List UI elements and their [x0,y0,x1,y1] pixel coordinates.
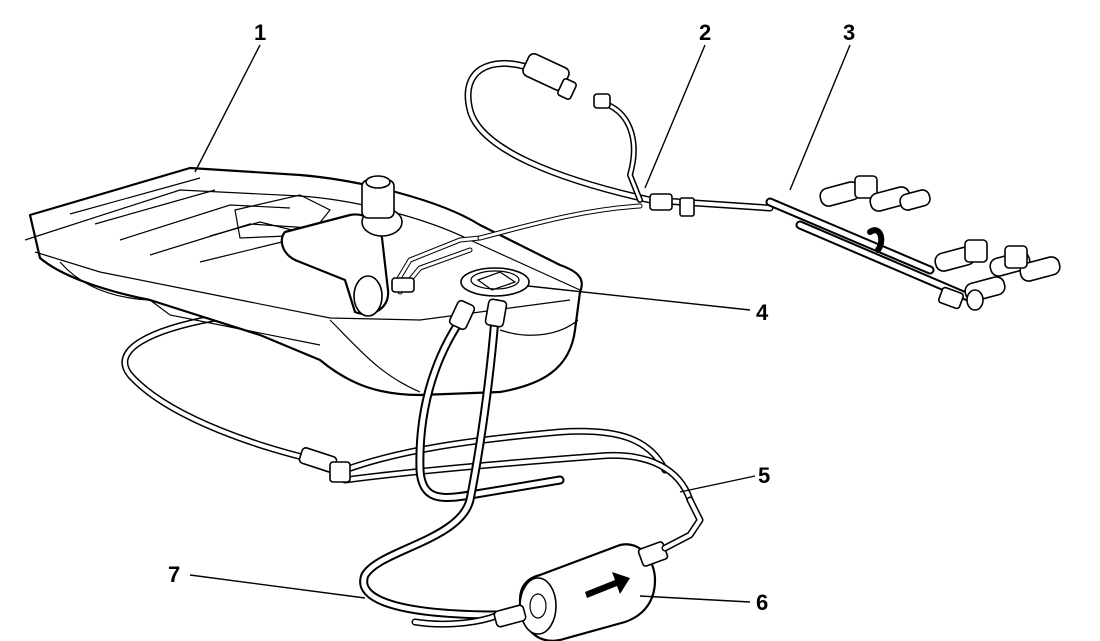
callout-7: 7 [168,562,180,587]
callout-5: 5 [758,463,770,488]
leader-4 [527,285,751,311]
return-line-connector [298,447,351,483]
injector-bank-2 [934,239,1061,302]
callout-6: 6 [756,590,768,615]
callout-leaders [189,44,851,603]
leader-2 [644,44,706,189]
pump-connector-right [484,298,508,328]
pump-connector-left [448,299,476,331]
fuel-feed-line [464,53,774,241]
leader-3 [789,44,851,191]
leader-7 [189,574,366,599]
fuel-tank [24,166,583,397]
fuel-filter [411,496,704,641]
line-connector-upper [522,53,611,109]
callout-3: 3 [843,20,855,45]
callout-4: 4 [756,300,769,325]
filler-neck [280,175,403,317]
leader-5 [679,475,756,493]
line-union-2 [649,193,695,217]
flow-arrow-icon [585,572,630,598]
callout-labels: 1 2 3 4 5 6 7 [168,20,855,615]
return-hose-loop-left [121,314,694,504]
injector-bank-1 [819,175,931,212]
callout-1: 1 [254,20,266,45]
injector-rail [765,175,1061,311]
leader-1 [194,44,261,173]
pump-hoses [359,298,565,620]
leader-6 [639,595,751,603]
callout-2: 2 [699,20,711,45]
fuel-pump-flange [460,267,530,297]
